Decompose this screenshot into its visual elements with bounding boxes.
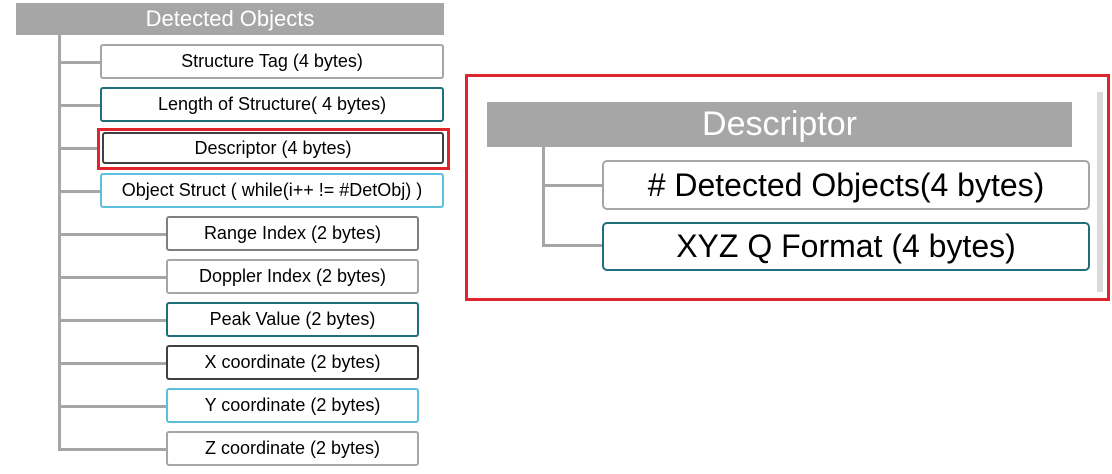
panel-trunk-line — [542, 147, 545, 246]
descriptor-highlight — [97, 128, 450, 170]
tree-trunk-line — [58, 35, 61, 449]
connector-xyz-q-format — [542, 244, 602, 247]
connector-object-struct — [58, 190, 100, 193]
length-of-structure-box: Length of Structure( 4 bytes) — [100, 87, 444, 122]
connector-doppler-index — [58, 276, 166, 279]
connector-x-coordinate — [58, 362, 166, 365]
descriptor-header: Descriptor — [487, 102, 1072, 147]
connector-peak-value — [58, 319, 166, 322]
connector-z-coordinate — [58, 448, 166, 451]
panel-right-edge — [1097, 92, 1103, 292]
connector-range-index — [58, 233, 166, 236]
detected-objects-header: Detected Objects — [16, 3, 444, 35]
connector-y-coordinate — [58, 405, 166, 408]
x-coordinate-box: X coordinate (2 bytes) — [166, 345, 419, 380]
descriptor-box: Descriptor (4 bytes) — [102, 132, 444, 164]
detected-objects-count-box: # Detected Objects(4 bytes) — [602, 160, 1090, 210]
connector-structure-tag — [58, 61, 100, 64]
connector-detected-objects — [542, 184, 602, 187]
xyz-q-format-box: XYZ Q Format (4 bytes) — [602, 222, 1090, 271]
connector-length — [58, 104, 100, 107]
y-coordinate-box: Y coordinate (2 bytes) — [166, 388, 419, 423]
structure-tag-box: Structure Tag (4 bytes) — [100, 44, 444, 79]
doppler-index-box: Doppler Index (2 bytes) — [166, 259, 419, 294]
z-coordinate-box: Z coordinate (2 bytes) — [166, 431, 419, 466]
descriptor-detail-panel — [465, 74, 1110, 301]
object-struct-box: Object Struct ( while(i++ != #DetObj) ) — [100, 173, 444, 208]
range-index-box: Range Index (2 bytes) — [166, 216, 419, 251]
peak-value-box: Peak Value (2 bytes) — [166, 302, 419, 337]
connector-descriptor — [58, 147, 100, 150]
